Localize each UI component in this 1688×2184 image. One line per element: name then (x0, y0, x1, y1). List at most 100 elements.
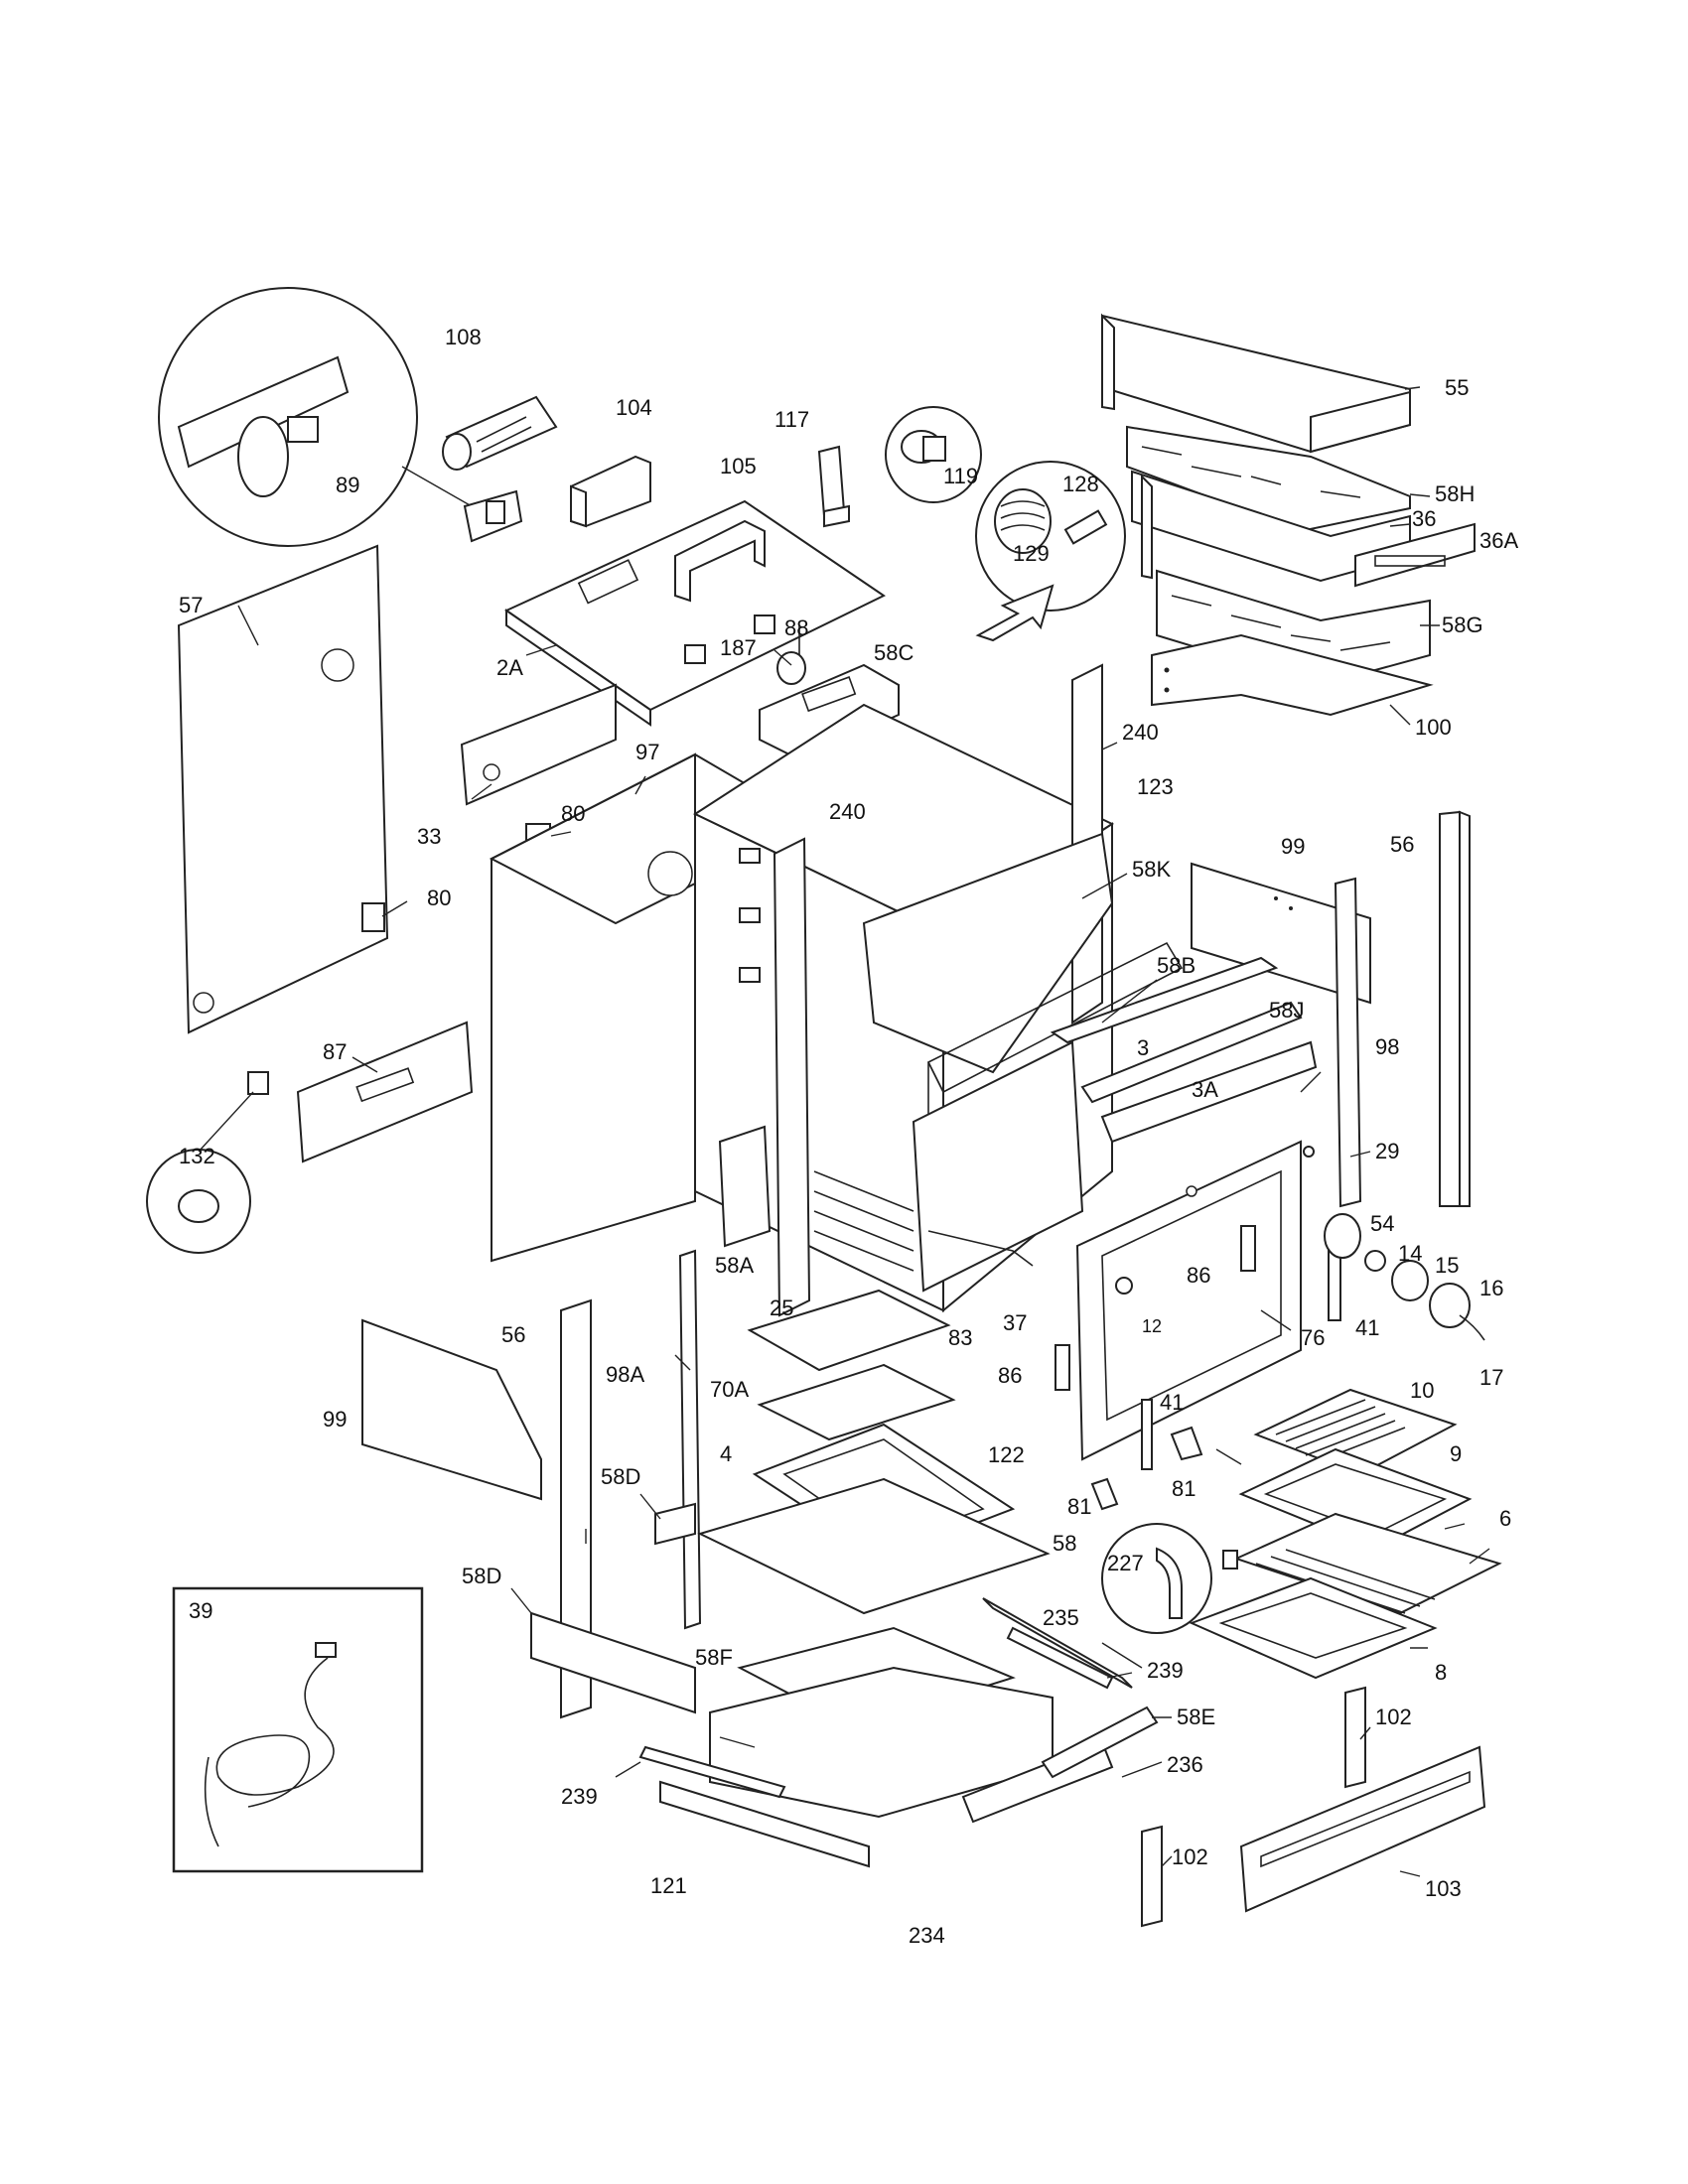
label-76: 76 (1301, 1325, 1325, 1350)
insulation-58D-lower (530, 1611, 696, 1714)
label-97: 97 (635, 740, 659, 764)
label-56-left: 56 (501, 1322, 525, 1347)
label-3: 3 (1137, 1035, 1149, 1060)
outer-wrapper-97 (489, 752, 817, 1263)
label-236: 236 (1167, 1752, 1203, 1777)
rear-panel-99-lower (361, 1318, 542, 1501)
rail-3 (1080, 1001, 1303, 1104)
label-58D-lower: 58D (462, 1564, 501, 1588)
label-58: 58 (1053, 1531, 1076, 1556)
label-81-right: 81 (1172, 1476, 1196, 1501)
cover-25 (747, 1289, 951, 1372)
label-123: 123 (1137, 774, 1174, 799)
label-99-left: 99 (323, 1407, 347, 1432)
label-108: 108 (445, 325, 482, 349)
label-58B: 58B (1157, 953, 1196, 978)
pan-8 (1189, 1576, 1438, 1680)
cavity-rails (813, 1040, 1084, 1293)
trim-240-center (773, 837, 811, 1317)
label-239-left: 239 (561, 1784, 598, 1809)
bracket-87 (296, 1021, 474, 1163)
clip-80-side (361, 902, 385, 932)
screw-29 (1303, 1146, 1315, 1158)
wrapper-36 (1131, 470, 1411, 583)
label-103: 103 (1425, 1876, 1462, 1901)
lamp-lens-16 (1429, 1283, 1471, 1328)
detail-circle-132 (146, 1149, 251, 1254)
label-121: 121 (650, 1873, 687, 1898)
trim-102-lower (1141, 1825, 1163, 1928)
detail-circle-89 (158, 287, 418, 547)
channel-98A (678, 1249, 702, 1630)
label-102-lower: 102 (1172, 1844, 1208, 1869)
detail-circle-227 (1101, 1523, 1212, 1634)
label-36A: 36A (1479, 528, 1518, 553)
insulation-58H (1126, 425, 1411, 533)
label-58C: 58C (874, 640, 914, 665)
bracket-117 (817, 445, 850, 528)
label-99-right: 99 (1281, 834, 1305, 859)
rail-3A (1050, 956, 1279, 1044)
label-8: 8 (1435, 1660, 1447, 1685)
insulation-58C (759, 663, 900, 761)
label-58J: 58J (1269, 998, 1304, 1023)
insulation-58D-upper (654, 1502, 696, 1546)
label-33: 33 (417, 824, 441, 849)
bracket-235 (982, 1597, 1133, 1689)
label-58D-upper: 58D (601, 1464, 640, 1489)
lamp-ring-14 (1364, 1250, 1386, 1272)
inset-box-39 (172, 1586, 424, 1873)
label-187: 187 (720, 635, 757, 660)
rear-panel-99 (1191, 862, 1371, 1005)
bracket-36A (1354, 522, 1476, 588)
label-89: 89 (336, 473, 359, 497)
label-83: 83 (948, 1325, 972, 1350)
bracket-105 (674, 519, 766, 603)
label-128: 128 (1062, 472, 1099, 496)
clip-81-left (1090, 1477, 1119, 1511)
bracket-41-lower (1141, 1399, 1153, 1470)
label-29: 29 (1375, 1139, 1399, 1163)
label-87: 87 (323, 1039, 347, 1064)
fan-108 (442, 395, 558, 471)
label-58K: 58K (1132, 857, 1171, 882)
wire-17 (1459, 1314, 1485, 1341)
label-88: 88 (784, 615, 808, 640)
label-17: 17 (1479, 1365, 1503, 1390)
trim-102-upper (1344, 1686, 1366, 1789)
label-70A: 70A (710, 1377, 749, 1402)
insulation-58K (862, 832, 1114, 1074)
label-2A: 2A (496, 655, 523, 680)
front-frame-76 (1075, 1140, 1302, 1461)
label-12: 12 (1142, 1316, 1162, 1336)
label-98A: 98A (606, 1362, 644, 1387)
shield-100 (1151, 633, 1434, 717)
label-39: 39 (189, 1598, 212, 1623)
label-240-mid: 240 (829, 799, 866, 824)
label-122: 122 (988, 1442, 1025, 1467)
label-117: 117 (774, 407, 809, 432)
detail-circle-128-129 (975, 461, 1126, 612)
insulation-58 (697, 1477, 1051, 1615)
label-227: 227 (1107, 1551, 1144, 1575)
insulation-58G (1156, 569, 1431, 687)
label-240-top: 240 (1122, 720, 1159, 745)
label-86-lower: 86 (998, 1363, 1022, 1388)
connector-132 (247, 1071, 269, 1095)
label-55: 55 (1445, 375, 1469, 400)
bracket-104 (570, 455, 651, 528)
light-socket-12 (1115, 1277, 1133, 1295)
panel-121 (659, 1780, 870, 1868)
kick-panel-103 (1239, 1745, 1486, 1913)
label-98: 98 (1375, 1034, 1399, 1059)
label-239-right: 239 (1147, 1658, 1184, 1683)
hinge-86-lower (1055, 1344, 1070, 1391)
label-234: 234 (909, 1923, 945, 1948)
label-86-upper: 86 (1187, 1263, 1210, 1288)
label-37: 37 (1003, 1310, 1027, 1335)
label-58A: 58A (715, 1253, 754, 1278)
label-4: 4 (720, 1441, 732, 1466)
side-panel-57 (177, 544, 389, 1034)
rail-239-left (638, 1745, 786, 1799)
label-235: 235 (1043, 1605, 1079, 1630)
